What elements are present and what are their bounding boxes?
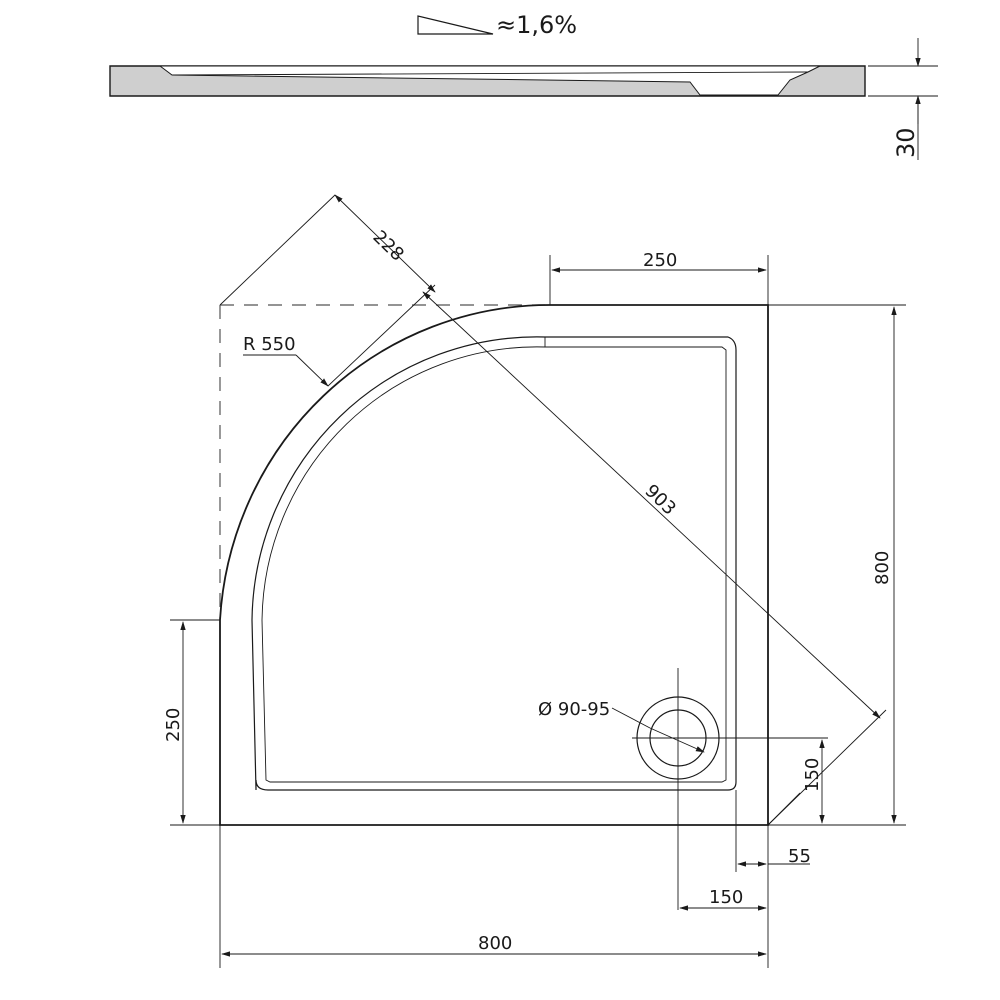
curve-depth-extension: [219, 194, 336, 306]
drain-diameter-label: Ø 90-95: [538, 699, 610, 720]
drain-offset-horizontal-label: 150: [709, 887, 743, 908]
bottom-width-label: 800: [478, 933, 512, 954]
tray-profile-inner-line: [171, 71, 809, 76]
corner-chamfer-leader: [767, 792, 801, 826]
curve-depth-dimension: [334, 194, 436, 293]
slope-triangle-icon: [417, 15, 494, 35]
top-straight-label: 250: [643, 250, 677, 271]
drain-diameter-arrow: [649, 727, 705, 753]
side-profile-view: ≈1,6% 30: [109, 11, 938, 160]
tray-profile-top-surface: [158, 65, 821, 96]
drain-edge-label: 55: [788, 846, 811, 867]
right-width-label: 800: [872, 551, 893, 585]
radius-label: R 550: [243, 334, 296, 355]
curve-depth-extension-2: [327, 284, 436, 387]
drain-offset-vertical-label: 150: [802, 758, 823, 792]
diagonal-dimension: [422, 291, 881, 719]
left-straight-label: 250: [163, 708, 184, 742]
height-label: 30: [892, 127, 920, 158]
plan-view: Ø 90-95 R 550 228 903 250 800 250 150: [163, 194, 906, 968]
radius-leader-arrow: [295, 354, 329, 387]
slope-label: ≈1,6%: [496, 11, 577, 39]
tray-outline: [219, 304, 769, 826]
